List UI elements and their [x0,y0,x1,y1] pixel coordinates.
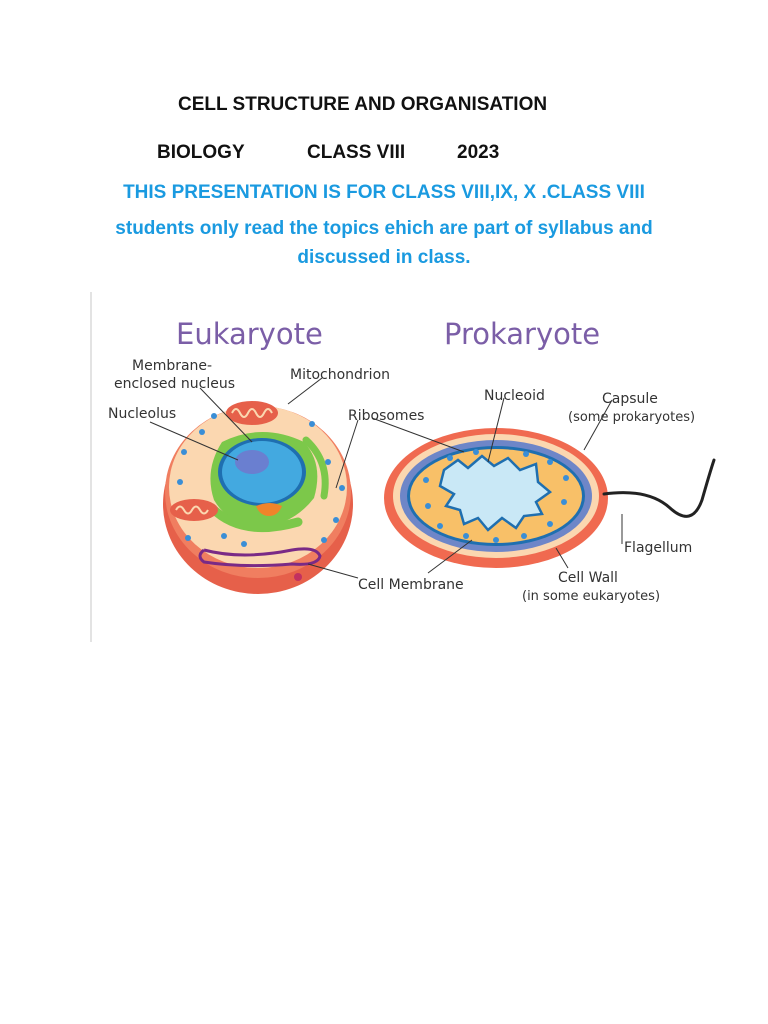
notice-body: students only read the topics ehich are … [115,218,653,268]
mitochondrion-left [170,499,218,521]
cell-comparison-figure: Eukaryote Prokaryote [92,292,768,642]
figure-labels: Membrane- enclosed nucleus Mitochondrion… [108,358,695,604]
label-membrane-nucleus-2: enclosed nucleus [114,376,235,392]
nucleus [222,441,302,503]
label-nucleolus: Nucleolus [108,406,176,422]
vesicle [294,573,302,581]
flagellum [602,458,716,518]
eukaryote-heading: Eukaryote [176,317,323,351]
nucleoid [438,454,553,532]
eukaryote-cell [163,401,353,594]
label-mitochondrion: Mitochondrion [290,367,390,383]
label-cell-wall: Cell Wall [558,570,618,586]
cytoskeleton-fiber [198,547,322,568]
label-nucleoid: Nucleoid [484,388,545,404]
subject-label: BIOLOGY [157,142,245,163]
endoplasmic-reticulum-fold [207,503,303,532]
label-cell-membrane: Cell Membrane [358,577,464,593]
mitochondrion-top [226,401,278,425]
prokaryote-heading: Prokaryote [444,317,600,351]
golgi-apparatus [256,503,282,516]
document-title: CELL STRUCTURE AND ORGANISATION [178,94,548,115]
prokaryote-ribosomes [423,449,569,543]
notice-heading: THIS PRESENTATION IS FOR CLASS VIII,IX, … [123,182,645,203]
label-flagellum: Flagellum [624,540,692,556]
label-ribosomes: Ribosomes [348,408,424,424]
nucleolus [235,450,269,474]
label-cell-wall-note: (in some eukaryotes) [522,589,660,604]
label-leader-lines [149,377,623,579]
endoplasmic-reticulum-fold-2 [302,436,329,500]
eukaryote-ribosomes [177,413,345,547]
figure-left-rule [90,292,92,642]
class-label: CLASS VIII [307,142,406,163]
document-meta: BIOLOGY CLASS VIII 2023 [0,142,768,168]
cell-diagram: Eukaryote Prokaryote [108,317,716,604]
label-membrane-nucleus-1: Membrane- [132,358,212,374]
prokaryote-cell [384,428,716,568]
year-label: 2023 [457,142,500,163]
label-capsule: Capsule [602,391,658,407]
label-capsule-note: (some prokaryotes) [568,410,695,425]
